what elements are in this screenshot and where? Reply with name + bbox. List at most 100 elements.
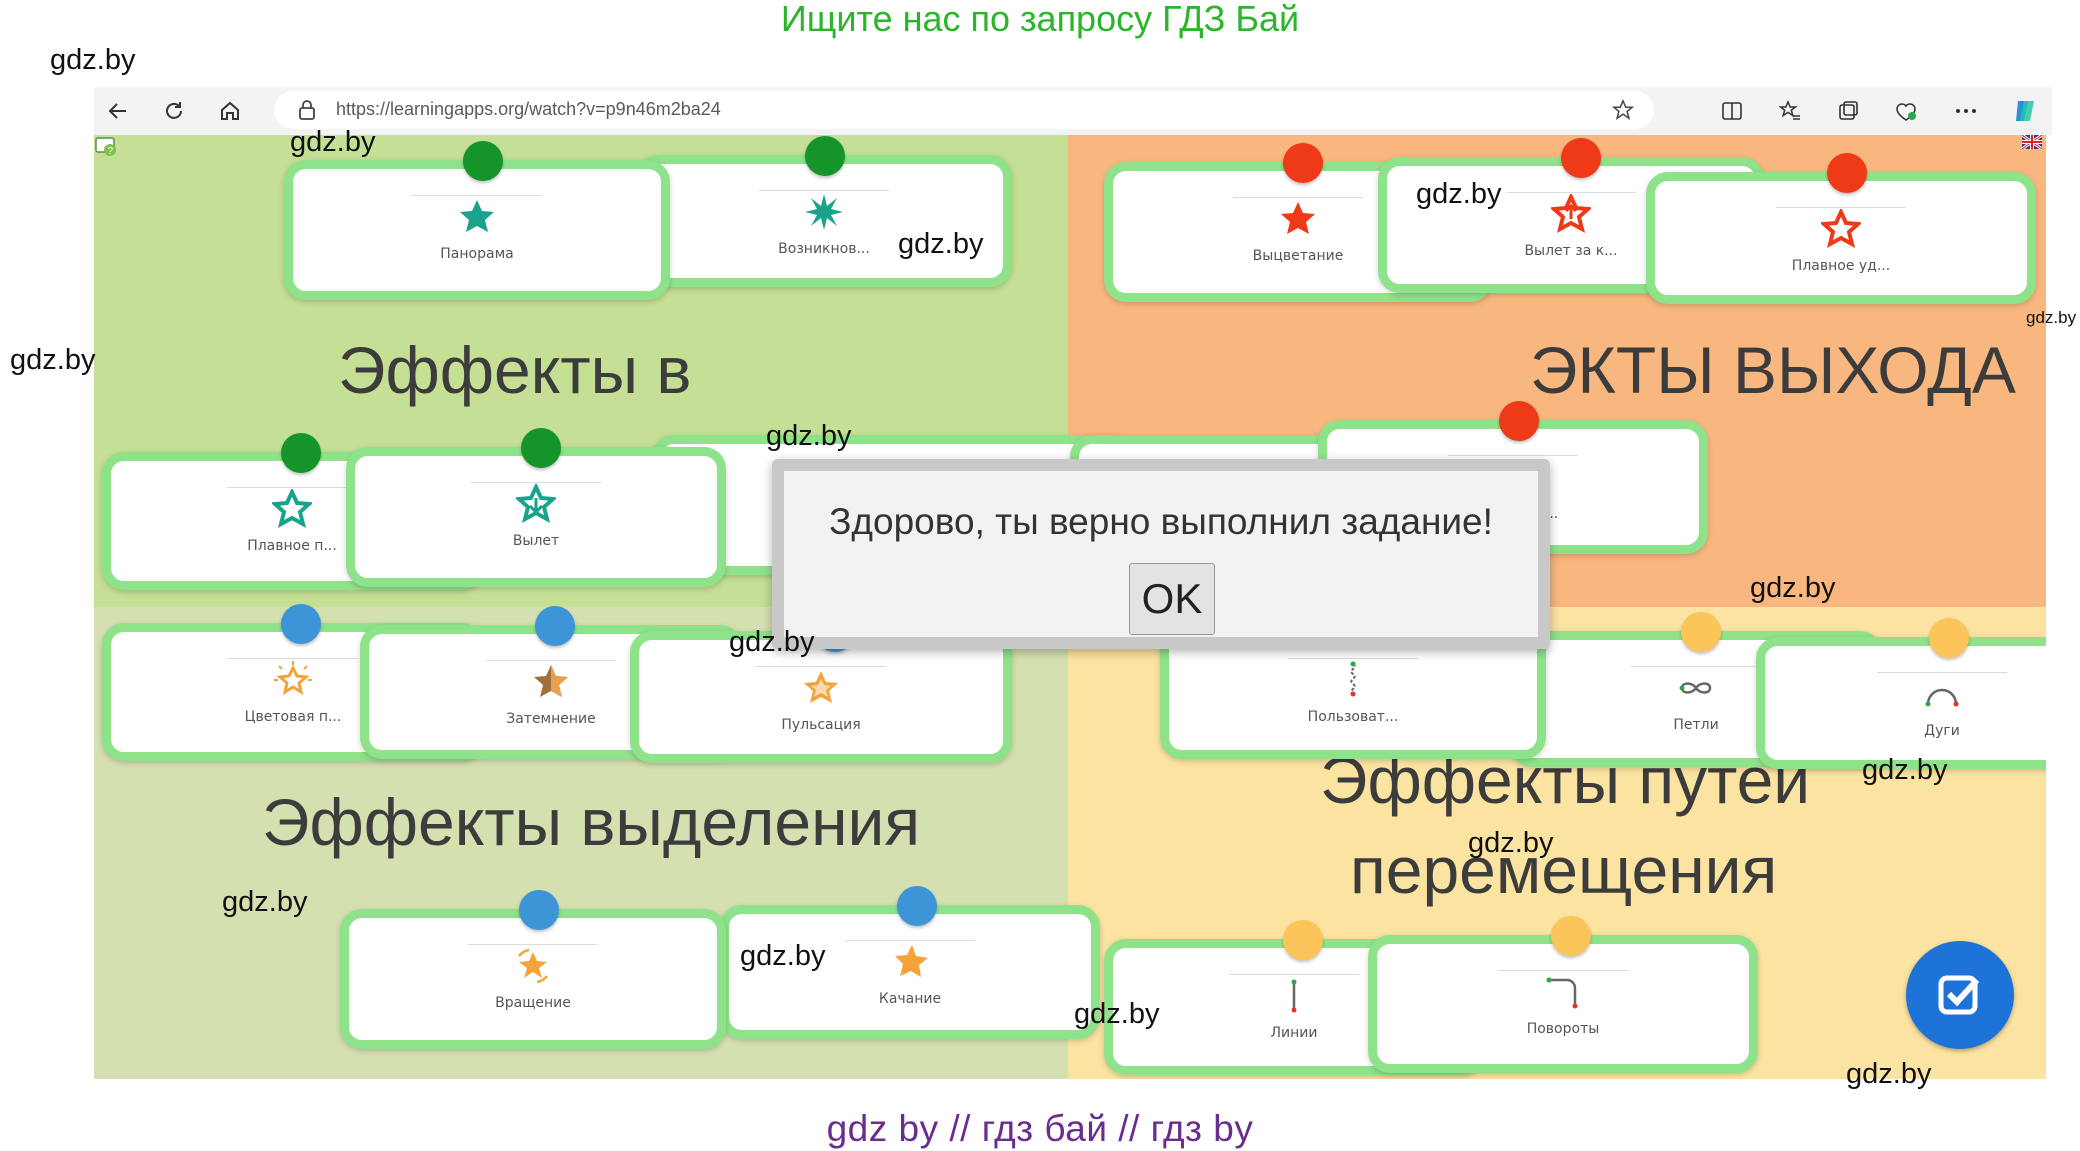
card-pin [1681, 612, 1721, 652]
card-pin [281, 604, 321, 644]
card-panorama[interactable]: Панорама [284, 141, 670, 300]
card-label: Вылет [512, 533, 560, 549]
starburst-icon [805, 194, 843, 230]
card-pin [1499, 401, 1539, 441]
card-pulsatsiya[interactable]: Пульсация [630, 612, 1012, 763]
card-label: Линии [1270, 1025, 1318, 1041]
address-bar[interactable]: https://learningapps.org/watch?v=p9n46m2… [274, 91, 1654, 129]
favorites-icon[interactable] [1774, 95, 1806, 127]
browser-essentials-icon[interactable] [1890, 95, 1922, 127]
card-pin [805, 136, 845, 176]
help-icon[interactable]: ? [94, 135, 118, 164]
ok-button[interactable]: OK [1129, 563, 1215, 635]
watermark: gdz.by [1862, 754, 1948, 786]
card-label: Повороты [1526, 1021, 1600, 1037]
card-label: Затемнение [506, 711, 596, 727]
card-dugi[interactable]: Дуги [1756, 618, 2046, 769]
success-dialog: Здорово, ты верно выполнил задание! OK [772, 459, 1550, 649]
watermark: gdz.by [898, 228, 984, 260]
card-label: Плавное уд... [1791, 258, 1891, 274]
card-pin [463, 141, 503, 181]
motion-path-title-line2: перемещения [1350, 833, 1778, 907]
watermark: gdz.by [290, 126, 376, 158]
turns-icon [1546, 977, 1578, 1009]
learningapps-canvas: Эффекты в ЭКТЫ ВЫХОДА Эффекты выделения … [94, 135, 2046, 1079]
watermark: gdz.by [740, 940, 826, 972]
card-pin [519, 890, 559, 930]
card-pin [1561, 138, 1601, 178]
check-answer-button[interactable] [1906, 941, 2014, 1049]
card-vylet[interactable]: Вылет [346, 428, 726, 587]
watermark: gdz.by [1750, 572, 1836, 604]
top-banner: Ищите нас по запросу ГДЗ Бай [780, 0, 1300, 39]
card-plavnoe-ud[interactable]: Плавное уд... [1646, 153, 2036, 304]
collections-icon[interactable] [1832, 95, 1864, 127]
custom-path-icon [1350, 661, 1356, 697]
red-star-burst-icon [1549, 192, 1593, 233]
card-kachanie[interactable]: Качание [720, 886, 1100, 1039]
exit-effects-title: ЭКТЫ ВЫХОДА [1530, 333, 2016, 407]
browser-toolbar: https://learningapps.org/watch?v=p9n46m2… [94, 87, 2052, 135]
card-label: Вылет за к... [1524, 243, 1618, 259]
darken-star-icon [534, 665, 568, 697]
watermark: gdz.by [222, 886, 308, 918]
lines-icon [1291, 979, 1297, 1013]
lock-icon[interactable] [298, 100, 316, 125]
card-label: Выцветание [1252, 248, 1344, 264]
card-pin [1827, 153, 1867, 193]
reload-icon[interactable] [156, 93, 192, 129]
arcs-icon [1925, 688, 1959, 707]
watermark: gdz.by [1074, 998, 1160, 1030]
url-text: https://learningapps.org/watch?v=p9n46m2… [336, 99, 721, 119]
language-flag-icon[interactable] [2021, 135, 2043, 154]
more-menu-icon[interactable] [1950, 95, 1982, 127]
card-label: Плавное п... [247, 538, 337, 554]
emphasis-effects-title: Эффекты выделения [262, 785, 921, 859]
color-pulse-icon [274, 661, 312, 696]
rotate-star-icon [518, 948, 548, 984]
star-fly-icon [514, 482, 558, 523]
home-icon[interactable] [212, 93, 248, 129]
favorite-star-icon[interactable] [1611, 98, 1635, 126]
card-pin [1551, 916, 1591, 956]
card-label: Пульсация [781, 717, 861, 733]
svg-text:?: ? [108, 146, 114, 157]
back-icon[interactable] [100, 93, 136, 129]
watermark: gdz.by [1416, 178, 1502, 210]
red-star-icon [1281, 202, 1315, 234]
card-label: Возникнов... [778, 241, 870, 257]
card-label: Пользоват... [1307, 709, 1399, 725]
card-pin [535, 606, 575, 646]
card-pin [1283, 143, 1323, 183]
card-pin [897, 886, 937, 926]
watermark: gdz.by [729, 626, 815, 658]
card-povoroty[interactable]: Повороты [1368, 916, 1758, 1073]
star-icon [460, 200, 494, 232]
loops-icon [1679, 682, 1712, 694]
card-label: Качание [878, 991, 942, 1007]
card-label: Цветовая п... [244, 709, 342, 725]
card-pin [281, 433, 321, 473]
bottom-banner: gdz by // гдз бай // гдз by [826, 1108, 1254, 1149]
copilot-icon[interactable] [2010, 95, 2042, 127]
watermark: gdz.by [2026, 308, 2077, 327]
watermark: gdz.by [50, 44, 136, 76]
entry-effects-title: Эффекты в [338, 333, 692, 407]
card-pin [1929, 618, 1969, 658]
split-screen-icon[interactable] [1716, 95, 1748, 127]
star-outline-icon [270, 487, 314, 528]
card-label: Панорама [440, 246, 514, 262]
wobble-star-icon [895, 945, 928, 977]
card-vraschenie[interactable]: Вращение [340, 890, 726, 1049]
card-vozniknov[interactable]: Возникнов... [636, 136, 1012, 287]
card-label: Петли [1673, 717, 1719, 733]
check-icon [1938, 975, 1980, 1015]
dialog-message: Здорово, ты верно выполнил задание! [829, 501, 1493, 542]
watermark: gdz.by [1846, 1058, 1932, 1090]
watermark: gdz.by [1468, 827, 1554, 859]
watermark: gdz.by [766, 420, 852, 452]
card-label: Дуги [1924, 723, 1960, 739]
pulse-star-icon [804, 671, 838, 703]
card-label: Вращение [495, 995, 571, 1011]
watermark: gdz.by [10, 344, 96, 376]
